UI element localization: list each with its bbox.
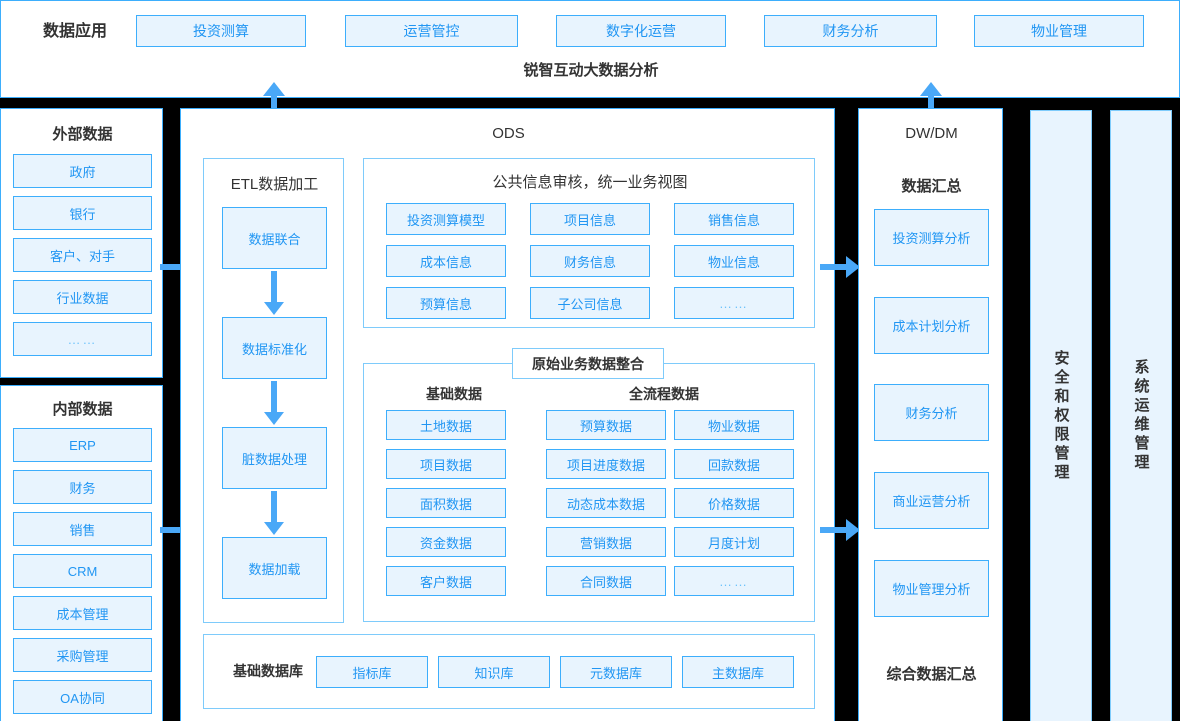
public-info-item-3[interactable]: 销售信息: [674, 203, 794, 235]
public-info-item-8[interactable]: 子公司信息: [530, 287, 650, 319]
public-info-item-more[interactable]: ……: [674, 287, 794, 319]
public-info-item-1[interactable]: 投资测算模型: [386, 203, 506, 235]
internal-data-title: 内部数据: [52, 401, 113, 418]
database-item-2[interactable]: 知识库: [438, 656, 550, 688]
public-info-item-6[interactable]: 物业信息: [674, 245, 794, 277]
process-a-item-4[interactable]: 营销数据: [546, 527, 666, 557]
security-permission-bar: 安全和权限管理: [1030, 110, 1092, 721]
basic-item-3[interactable]: 面积数据: [386, 488, 506, 518]
system-ops-label: 系统运维管理: [1132, 359, 1150, 473]
etl-step-4[interactable]: 数据加载: [222, 537, 327, 599]
external-data-title: 外部数据: [52, 126, 113, 143]
ods-title: ODS: [492, 125, 525, 142]
public-info-panel: 公共信息审核，统一业务视图 投资测算模型 项目信息 销售信息 成本信息 财务信息…: [363, 158, 815, 328]
dwdm-item-2[interactable]: 成本计划分析: [874, 297, 989, 354]
etl-step-2[interactable]: 数据标准化: [222, 317, 327, 379]
internal-data-panel: 内部数据 ERP 财务 销售 CRM 成本管理 采购管理 OA协同: [0, 385, 163, 721]
public-info-item-2[interactable]: 项目信息: [530, 203, 650, 235]
basic-item-1[interactable]: 土地数据: [386, 410, 506, 440]
dwdm-item-3[interactable]: 财务分析: [874, 384, 989, 441]
internal-item-1[interactable]: ERP: [13, 428, 152, 462]
dwdm-item-1[interactable]: 投资测算分析: [874, 209, 989, 266]
dwdm-panel: DW/DM 数据汇总 投资测算分析 成本计划分析 财务分析 商业运营分析 物业管…: [858, 108, 1003, 721]
system-ops-bar: 系统运维管理: [1110, 110, 1172, 721]
arrow-up-ods-to-apps: [263, 82, 285, 108]
external-item-3[interactable]: 客户、对手: [13, 238, 152, 272]
process-a-item-2[interactable]: 项目进度数据: [546, 449, 666, 479]
dwdm-footer-label: 综合数据汇总: [886, 666, 977, 683]
ods-panel: ODS ETL数据加工 数据联合 数据标准化 脏数据处理 数据加载 公共信息审核…: [180, 108, 835, 721]
database-item-3[interactable]: 元数据库: [560, 656, 672, 688]
etl-step-1[interactable]: 数据联合: [222, 207, 327, 269]
process-b-item-more[interactable]: ……: [674, 566, 794, 596]
etl-title: ETL数据加工: [230, 176, 319, 193]
app-button-1[interactable]: 投资测算: [136, 15, 306, 47]
dwdm-item-4[interactable]: 商业运营分析: [874, 472, 989, 529]
arrow-up-dwdm-to-apps: [920, 82, 942, 108]
dwdm-title: DW/DM: [905, 125, 958, 142]
basic-item-2[interactable]: 项目数据: [386, 449, 506, 479]
app-button-3[interactable]: 数字化运营: [556, 15, 726, 47]
database-item-4[interactable]: 主数据库: [682, 656, 794, 688]
arrow-ods-to-dwdm-bottom: [820, 519, 860, 541]
basic-data-label: 基础数据: [426, 386, 482, 402]
arrow-ods-to-dwdm-top: [820, 256, 860, 278]
process-a-item-1[interactable]: 预算数据: [546, 410, 666, 440]
internal-item-3[interactable]: 销售: [13, 512, 152, 546]
internal-item-2[interactable]: 财务: [13, 470, 152, 504]
arrow-etl-1-2: [264, 271, 284, 315]
basic-database-panel: 基础数据库 指标库 知识库 元数据库 主数据库: [203, 634, 815, 709]
basic-item-4[interactable]: 资金数据: [386, 527, 506, 557]
public-info-title: 公共信息审核，统一业务视图: [492, 174, 688, 191]
process-data-label: 全流程数据: [629, 386, 699, 402]
internal-item-4[interactable]: CRM: [13, 554, 152, 588]
arrow-etl-3-4: [264, 491, 284, 535]
app-button-4[interactable]: 财务分析: [764, 15, 937, 47]
dwdm-item-5[interactable]: 物业管理分析: [874, 560, 989, 617]
internal-item-5[interactable]: 成本管理: [13, 596, 152, 630]
external-item-more[interactable]: ……: [13, 322, 152, 356]
external-data-panel: 外部数据 政府 银行 客户、对手 行业数据 ……: [0, 108, 163, 378]
etl-step-3[interactable]: 脏数据处理: [222, 427, 327, 489]
process-a-item-3[interactable]: 动态成本数据: [546, 488, 666, 518]
internal-item-6[interactable]: 采购管理: [13, 638, 152, 672]
dwdm-summary-label: 数据汇总: [901, 178, 962, 195]
internal-item-7[interactable]: OA协同: [13, 680, 152, 714]
integration-panel: 基础数据 全流程数据 土地数据 项目数据 面积数据 资金数据 客户数据 预算数据…: [363, 363, 815, 622]
database-item-1[interactable]: 指标库: [316, 656, 428, 688]
security-permission-label: 安全和权限管理: [1052, 349, 1070, 483]
data-application-band: 数据应用 投资测算 运营管控 数字化运营 财务分析 物业管理 锐智互动大数据分析: [0, 0, 1180, 98]
process-a-item-5[interactable]: 合同数据: [546, 566, 666, 596]
process-b-item-2[interactable]: 回款数据: [674, 449, 794, 479]
etl-panel: ETL数据加工 数据联合 数据标准化 脏数据处理 数据加载: [203, 158, 344, 623]
system-title: 锐智互动大数据分析: [523, 62, 659, 79]
external-item-1[interactable]: 政府: [13, 154, 152, 188]
arrow-etl-2-3: [264, 381, 284, 425]
process-b-item-3[interactable]: 价格数据: [674, 488, 794, 518]
process-b-item-4[interactable]: 月度计划: [674, 527, 794, 557]
data-application-label: 数据应用: [42, 23, 107, 40]
external-item-4[interactable]: 行业数据: [13, 280, 152, 314]
external-item-2[interactable]: 银行: [13, 196, 152, 230]
app-button-5[interactable]: 物业管理: [974, 15, 1144, 47]
basic-item-5[interactable]: 客户数据: [386, 566, 506, 596]
integration-title-chip: 原始业务数据整合: [512, 348, 664, 379]
basic-database-label: 基础数据库: [233, 663, 303, 679]
process-b-item-1[interactable]: 物业数据: [674, 410, 794, 440]
public-info-item-5[interactable]: 财务信息: [530, 245, 650, 277]
app-button-2[interactable]: 运营管控: [345, 15, 518, 47]
public-info-item-4[interactable]: 成本信息: [386, 245, 506, 277]
public-info-item-7[interactable]: 预算信息: [386, 287, 506, 319]
